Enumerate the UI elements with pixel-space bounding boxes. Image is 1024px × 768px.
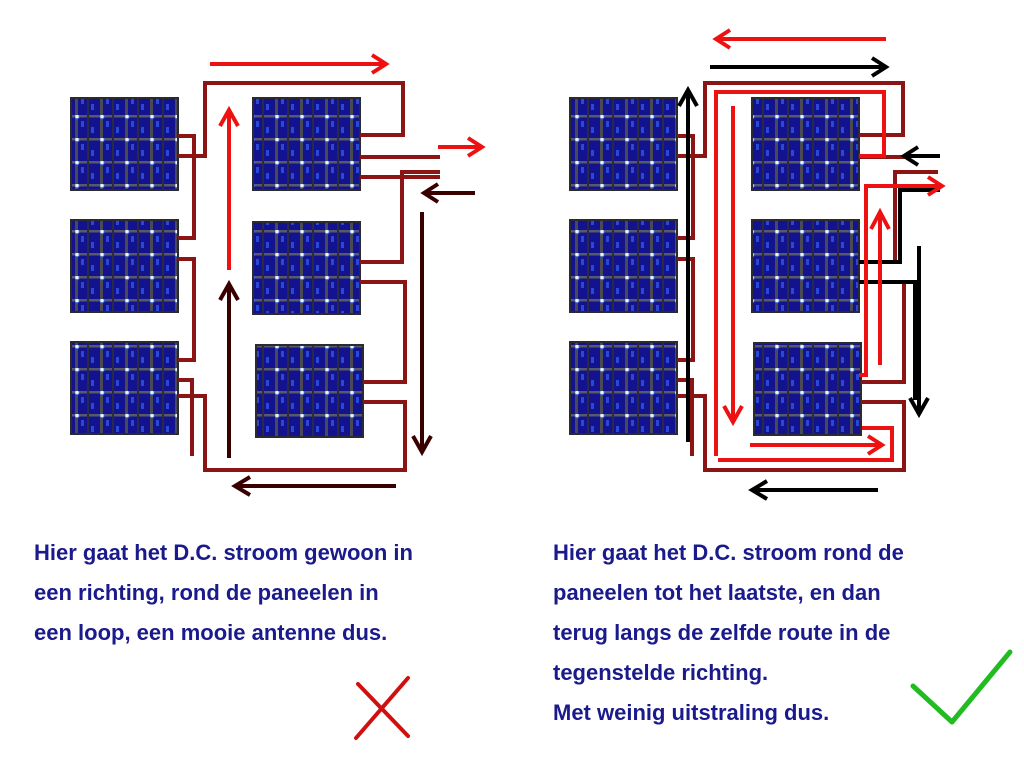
solar-panel bbox=[751, 97, 860, 191]
right-wiring-diagram bbox=[569, 28, 946, 501]
solar-panel bbox=[252, 97, 361, 191]
arrow-down bbox=[908, 246, 930, 419]
caption-line: Hier gaat het D.C. stroom rond de bbox=[553, 540, 904, 565]
solar-panel bbox=[569, 219, 678, 313]
green-checkmark-icon bbox=[910, 649, 1013, 725]
arrow-right bbox=[210, 53, 390, 75]
solar-panel bbox=[753, 342, 862, 436]
caption-line: paneelen tot het laatste, en dan bbox=[553, 580, 881, 605]
current-path-out bbox=[712, 28, 946, 462]
solar-panel bbox=[751, 219, 860, 313]
arrow-left bbox=[231, 475, 396, 497]
left-caption: Hier gaat het D.C. stroom gewoon in een … bbox=[34, 533, 413, 653]
solar-panel bbox=[255, 344, 364, 438]
solar-panel bbox=[569, 97, 678, 191]
arrow-left bbox=[420, 182, 475, 204]
caption-line: terug langs de zelfde route in de bbox=[553, 620, 891, 645]
arrow-up bbox=[218, 105, 240, 270]
arrow-up bbox=[677, 85, 699, 442]
arrow-right bbox=[710, 56, 890, 78]
arrow-down bbox=[411, 212, 433, 457]
arrow-right bbox=[438, 136, 486, 158]
caption-line: een richting, rond de paneelen in bbox=[34, 580, 379, 605]
solar-panel bbox=[70, 97, 179, 191]
solar-panel bbox=[569, 341, 678, 435]
left-wiring-diagram bbox=[70, 53, 486, 497]
solar-panel bbox=[70, 341, 179, 435]
wiring bbox=[178, 81, 440, 472]
caption-line: tegenstelde richting. bbox=[553, 660, 769, 685]
return-wiring bbox=[859, 188, 940, 400]
red-cross-icon bbox=[354, 676, 410, 740]
caption-line: Met weinig uitstraling dus. bbox=[553, 700, 830, 725]
solar-panel bbox=[70, 219, 179, 313]
arrow-left bbox=[748, 479, 878, 501]
caption-line: Hier gaat het D.C. stroom gewoon in bbox=[34, 540, 413, 565]
right-caption: Hier gaat het D.C. stroom rond de paneel… bbox=[553, 533, 904, 733]
arrow-up bbox=[218, 279, 240, 458]
arrow-left bbox=[900, 145, 940, 167]
caption-line: een loop, een mooie antenne dus. bbox=[34, 620, 388, 645]
solar-panel bbox=[252, 221, 361, 315]
